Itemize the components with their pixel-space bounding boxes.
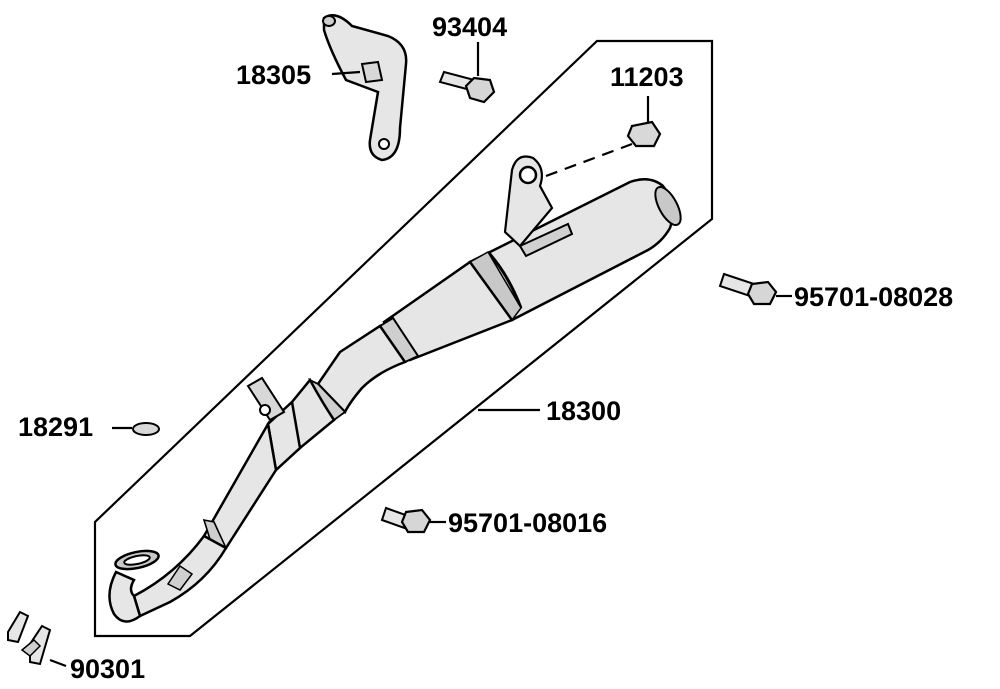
part-label-18300: 18300 (546, 396, 622, 426)
part-label-18305: 18305 (236, 60, 312, 90)
part-label-95701-08028: 95701-08028 (794, 282, 954, 312)
leader-lines (49, 42, 792, 668)
part-label-95701-08016: 95701-08016 (448, 508, 608, 538)
part-label-11203: 11203 (610, 62, 684, 92)
exhaust-pipe (108, 260, 514, 623)
part-label-93404: 93404 (432, 12, 508, 42)
muffler (468, 155, 682, 322)
hanger-bracket (322, 14, 408, 162)
gasket-18291 (132, 422, 160, 436)
bolt-95701-08016 (380, 506, 432, 534)
part-label-90301: 90301 (70, 654, 146, 684)
bolt-93404 (438, 70, 496, 104)
nut-11203 (626, 120, 662, 148)
studs-90301 (7, 610, 52, 666)
part-label-18291: 18291 (18, 412, 94, 442)
assembly-outline (93, 39, 714, 638)
bolt-95701-08028 (718, 272, 778, 306)
